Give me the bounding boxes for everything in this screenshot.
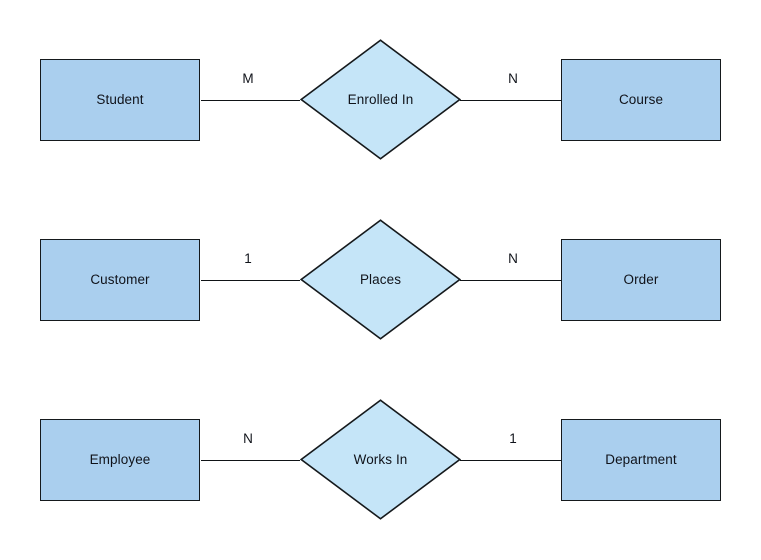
diamond-shape	[300, 399, 461, 520]
entity-employee[interactable]: Employee	[40, 419, 200, 501]
cardinality-right-row-1: N	[508, 71, 518, 86]
cardinality-right-row-3: 1	[509, 431, 517, 446]
connector-left-row-1	[201, 100, 300, 101]
entity-label: Customer	[90, 272, 150, 288]
connector-right-row-1	[460, 100, 561, 101]
relationship-works-in[interactable]: Works In	[300, 399, 461, 520]
diamond-shape	[300, 219, 461, 340]
entity-label: Order	[623, 272, 659, 288]
cardinality-right-row-2: N	[508, 251, 518, 266]
connector-left-row-3	[201, 460, 300, 461]
entity-student[interactable]: Student	[40, 59, 200, 141]
entity-label: Student	[96, 92, 144, 108]
entity-department[interactable]: Department	[561, 419, 721, 501]
cardinality-left-row-3: N	[243, 431, 253, 446]
diamond-shape	[300, 39, 461, 160]
relationship-enrolled-in[interactable]: Enrolled In	[300, 39, 461, 160]
connector-right-row-2	[460, 280, 561, 281]
entity-order[interactable]: Order	[561, 239, 721, 321]
cardinality-left-row-1: M	[242, 71, 254, 86]
connector-right-row-3	[460, 460, 561, 461]
entity-label: Department	[605, 452, 677, 468]
connector-left-row-2	[201, 280, 300, 281]
cardinality-left-row-2: 1	[244, 251, 252, 266]
entity-label: Course	[618, 92, 664, 108]
entity-course[interactable]: Course	[561, 59, 721, 141]
entity-label: Employee	[89, 452, 151, 468]
entity-customer[interactable]: Customer	[40, 239, 200, 321]
relationship-places[interactable]: Places	[300, 219, 461, 340]
